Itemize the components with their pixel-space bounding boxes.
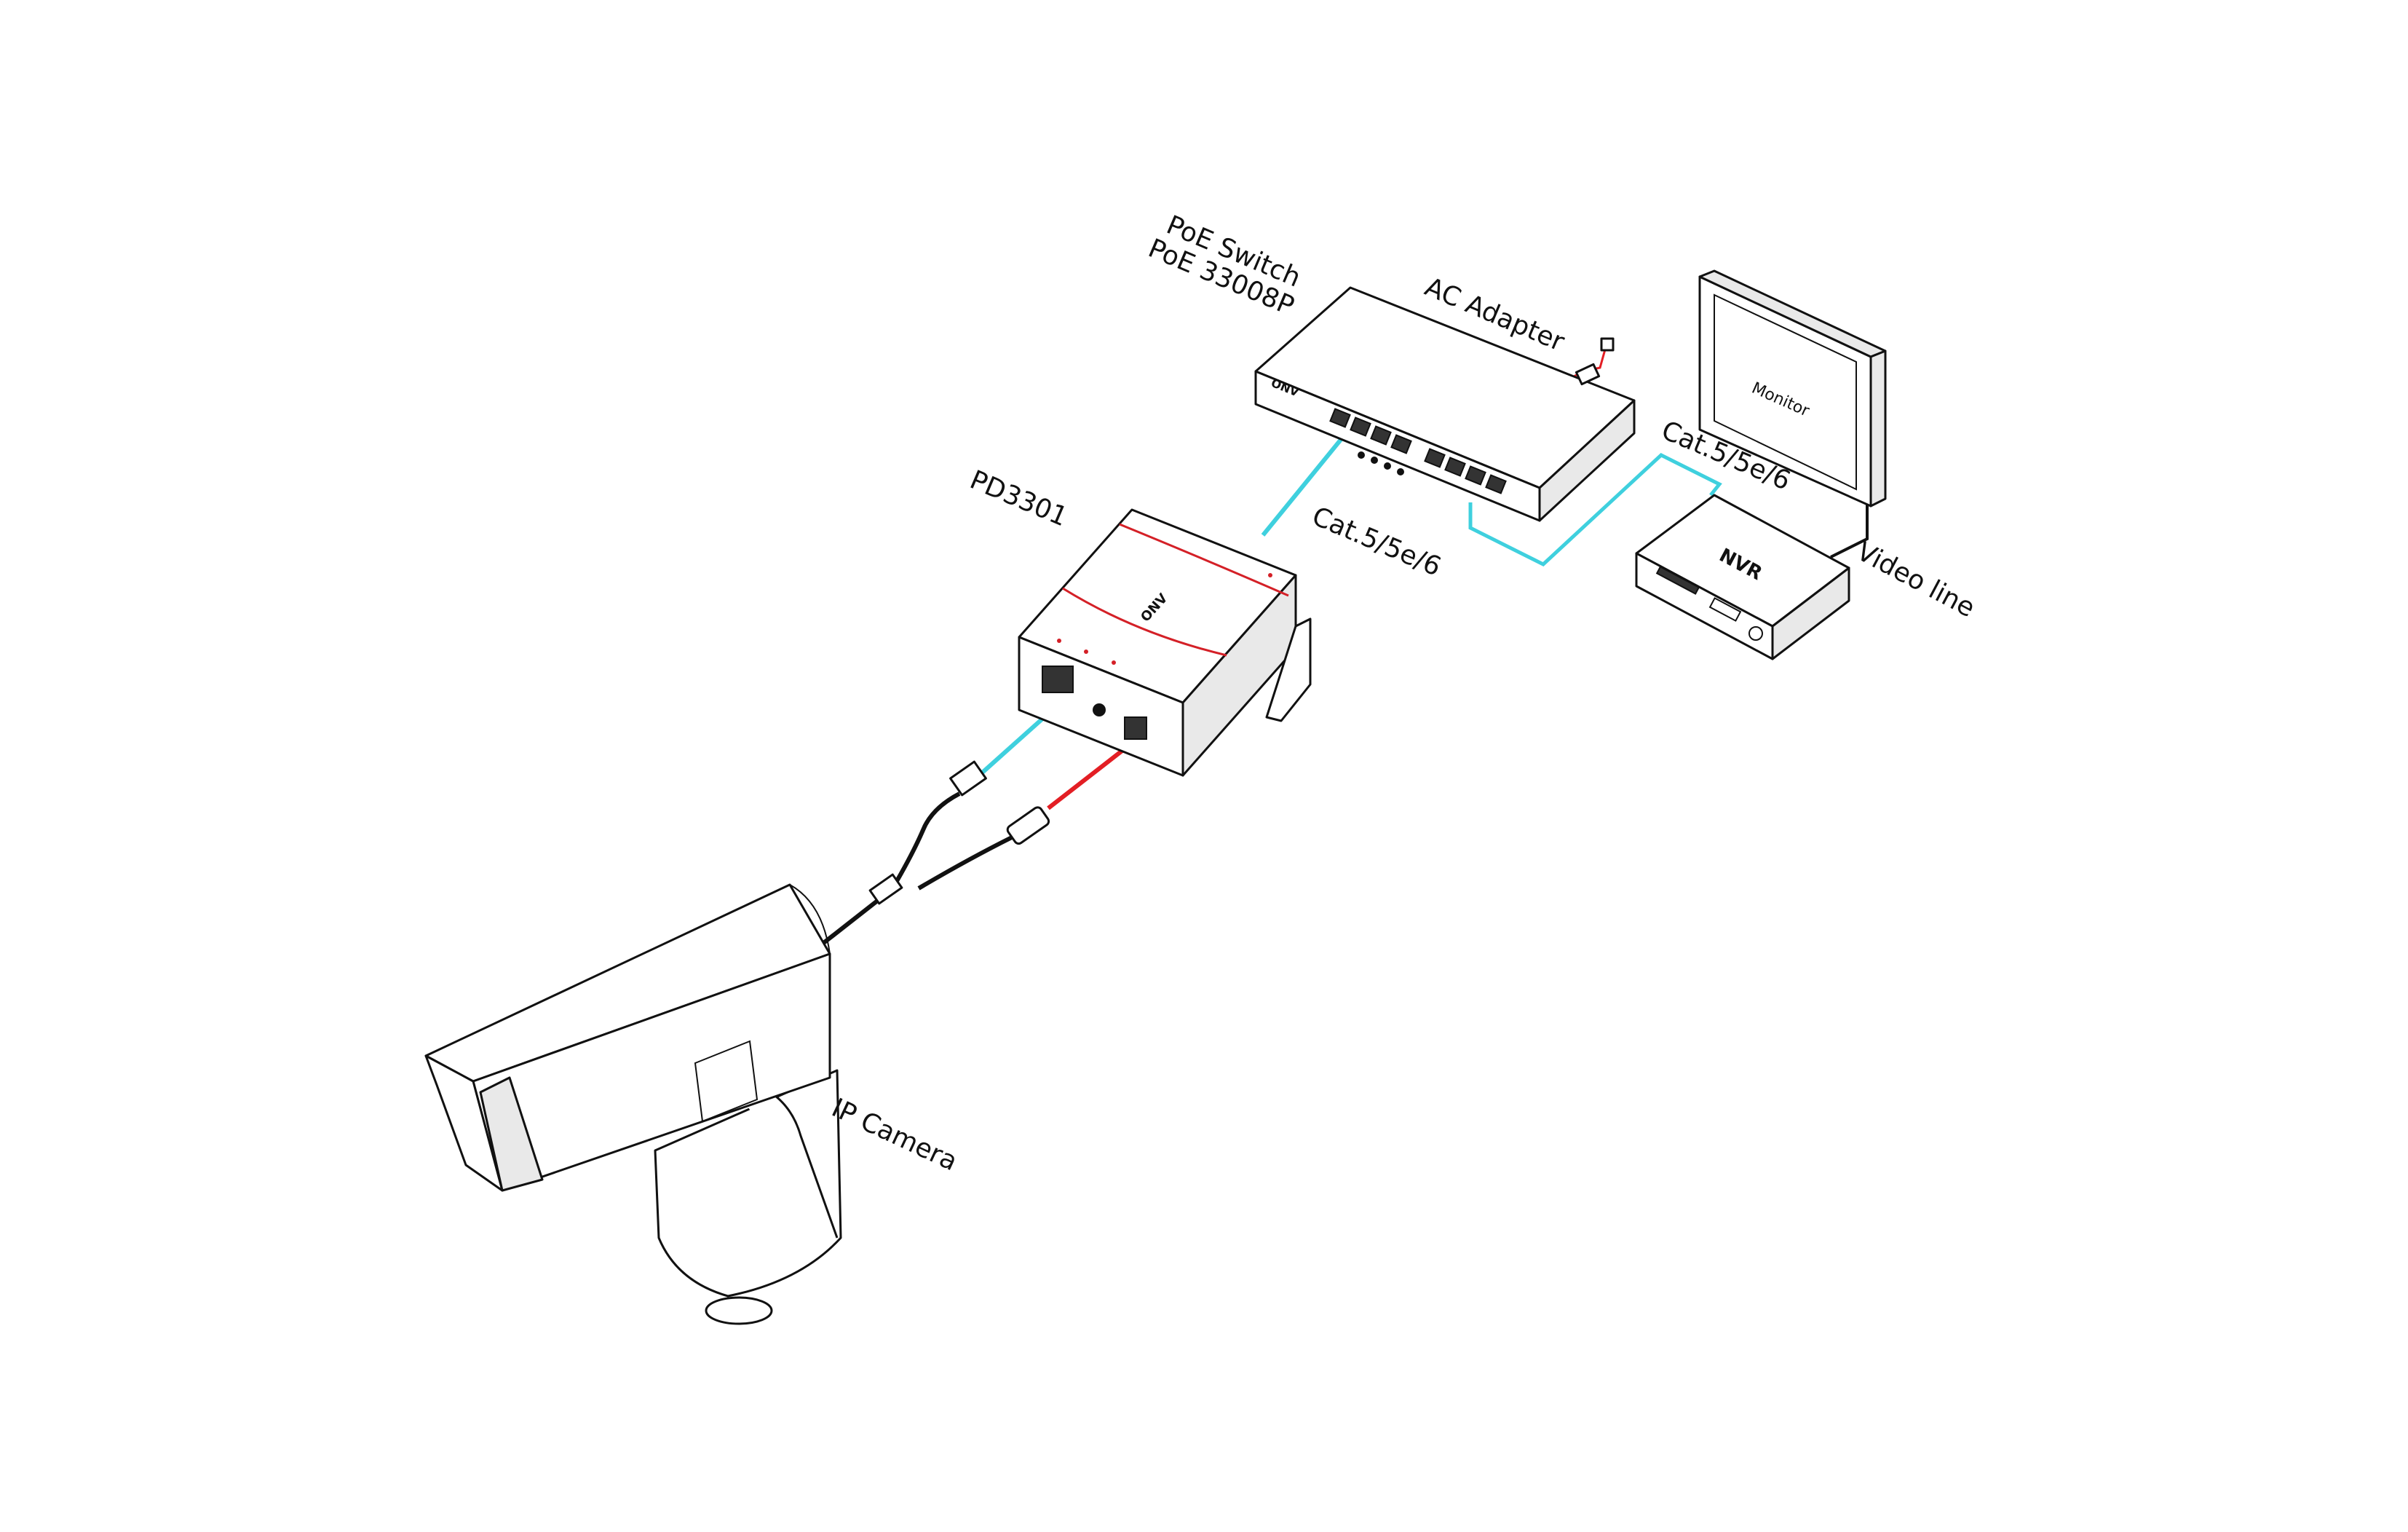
pd3301-device: ONV xyxy=(1018,508,1312,777)
pd3301-red-band-2 xyxy=(1119,523,1289,597)
dc-connector xyxy=(1006,806,1050,845)
pd3301-dc-port xyxy=(1124,716,1147,740)
cable-splitter-black-2 xyxy=(917,835,1013,891)
pd3301-label: PD3301 xyxy=(965,465,1072,533)
cable-splitter-black-1 xyxy=(895,791,961,883)
ac-adapter-plug xyxy=(1575,337,1615,386)
more-ports-dots xyxy=(1358,451,1404,475)
cable-pd-switch-label: Cat.5/5e/6 xyxy=(1307,502,1445,583)
pd3301-red-band-1 xyxy=(1062,587,1227,657)
pd3301-leds xyxy=(1057,573,1272,665)
rj45-connector xyxy=(949,760,987,797)
nvr xyxy=(1635,494,1850,660)
cable-switch-to-pd xyxy=(1261,435,1345,537)
switch-ports-group-2 xyxy=(1424,448,1507,494)
switch-ports-group-1 xyxy=(1329,408,1412,454)
pd3301-rj45-port xyxy=(1042,666,1074,693)
cable-switch-to-nvr xyxy=(1468,452,1722,567)
ip-camera xyxy=(424,883,842,1325)
poe-switch: ONV xyxy=(1254,286,1636,522)
monitor xyxy=(1698,269,1887,508)
pd3301-dc-hole xyxy=(1093,703,1106,716)
cable-splitter xyxy=(868,873,903,905)
video-line-label: Video line xyxy=(1852,537,1980,623)
ip-camera-label: IP Camera xyxy=(827,1093,962,1177)
cable-splitter-to-camera xyxy=(817,897,881,949)
